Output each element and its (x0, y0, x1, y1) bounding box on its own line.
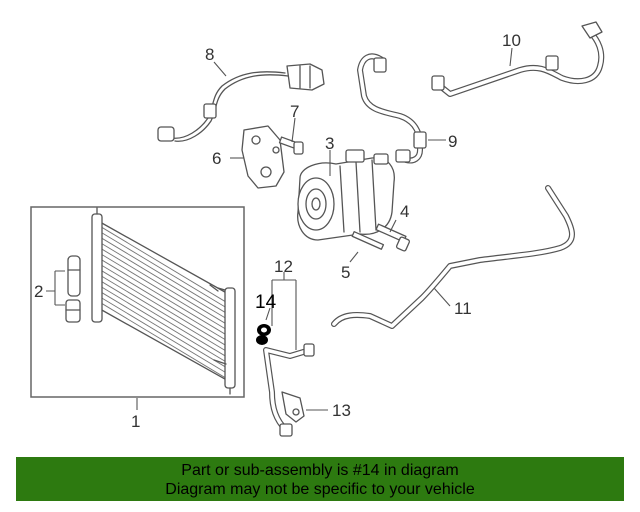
condenser-fin-line (101, 286, 226, 362)
condenser-fin-line (101, 281, 226, 357)
condenser-fin-line (101, 248, 226, 324)
condenser-fin-line (101, 275, 226, 351)
ac-compressor (297, 149, 395, 241)
banner-line-2: Diagram may not be specific to your vehi… (165, 481, 475, 498)
condenser-fin-line (101, 227, 226, 302)
condenser-fin-line (101, 292, 226, 368)
compressor-bolt-long (375, 223, 411, 252)
condenser-fin-line (101, 303, 226, 378)
condenser-fin-line (101, 243, 226, 319)
bracket-bolt (278, 136, 304, 155)
highlighted-part-14 (256, 324, 271, 345)
callout-12: 12 (274, 257, 293, 276)
condenser-fin-line (101, 237, 226, 313)
callout-8: 8 (205, 45, 214, 64)
callout-labels: 1 2 3 4 5 6 7 8 9 10 11 12 13 14 (34, 31, 521, 431)
leader-lines (46, 47, 513, 411)
compressor-bracket (241, 125, 285, 189)
callout-11: 11 (454, 299, 472, 318)
pipe-sub-assembly (263, 343, 315, 437)
callout-6: 6 (212, 149, 221, 168)
condenser-fin-line (101, 232, 226, 308)
discharge-pipe (431, 21, 605, 97)
suction-hose (357, 53, 427, 164)
condenser-fin-line (101, 270, 226, 346)
condenser-fin-line (101, 265, 226, 340)
callout-1: 1 (131, 412, 140, 431)
receiver-dryer (65, 255, 81, 323)
condenser-fin-line (101, 259, 226, 335)
condenser-assembly (30, 206, 245, 398)
liquid-line-pipe (331, 185, 575, 329)
callout-2: 2 (34, 282, 43, 301)
callout-10: 10 (502, 31, 521, 50)
callout-7: 7 (290, 102, 299, 121)
condenser-fin-line (101, 297, 226, 373)
callout-5: 5 (341, 263, 350, 282)
callout-3: 3 (325, 134, 334, 153)
compressor-stud-bolt (351, 231, 385, 250)
callout-4: 4 (400, 202, 409, 221)
info-banner: Part or sub-assembly is #14 in diagram D… (16, 457, 624, 501)
banner-line-1: Part or sub-assembly is #14 in diagram (181, 462, 459, 479)
callout-14: 14 (255, 292, 277, 313)
callout-9: 9 (448, 132, 457, 151)
condenser-fin-line (101, 254, 226, 330)
pressure-sensor-harness (157, 63, 325, 142)
pipe-clamp (281, 391, 305, 423)
callout-13: 13 (332, 401, 351, 420)
